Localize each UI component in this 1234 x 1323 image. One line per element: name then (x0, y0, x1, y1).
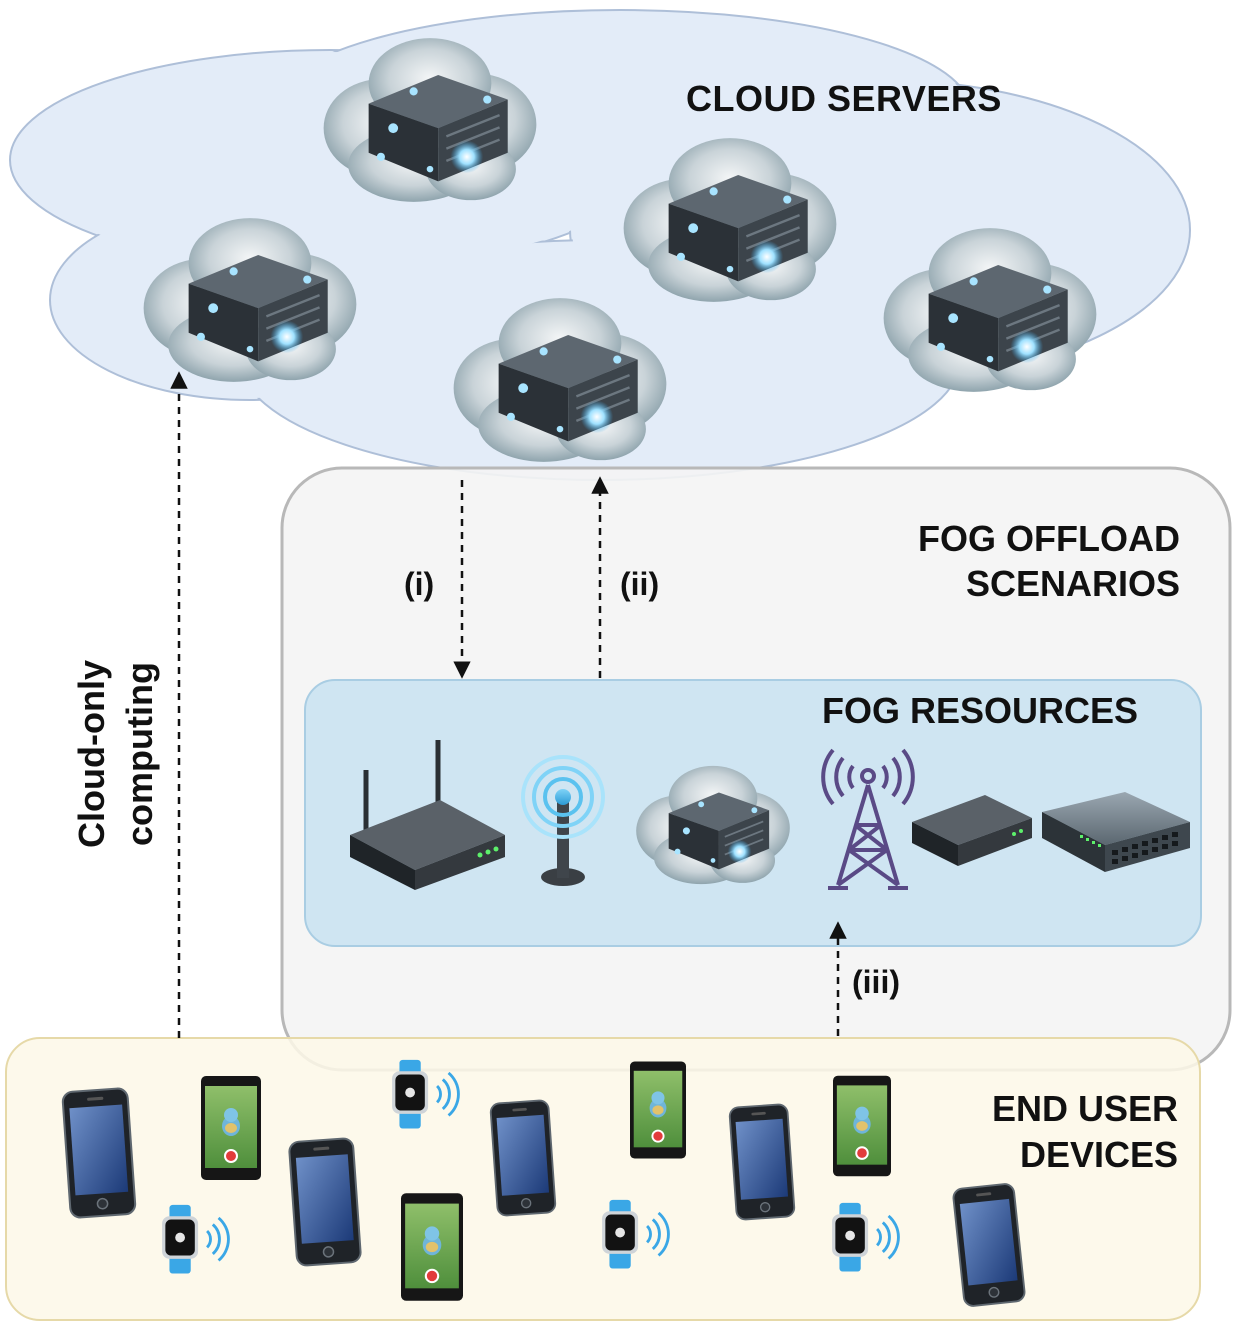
wireless-access-point-icon (521, 755, 605, 886)
small-router-icon (912, 795, 1032, 866)
network-switch-icon (1042, 792, 1190, 872)
cloud-servers-label: CLOUD SERVERS (686, 78, 1002, 119)
fog-offload-line2: SCENARIOS (965, 563, 1180, 604)
end-user-line2: DEVICES (1019, 1134, 1178, 1175)
smartphone-icon (951, 1182, 1027, 1308)
cloud-only-line2: computing (119, 662, 160, 846)
end-user-line1: END USER (991, 1088, 1178, 1129)
cloud-only-line1: Cloud-only (71, 660, 112, 848)
cloud-only-computing-label: Cloud-only computing (68, 624, 164, 884)
smartphone-icon (287, 1136, 363, 1268)
end-user-devices-label: END USER DEVICES (850, 1086, 1178, 1178)
smartphone-icon (728, 1102, 796, 1222)
fog-offload-scenarios-label: FOG OFFLOAD SCENARIOS (850, 516, 1180, 606)
fog-resources-label: FOG RESOURCES (822, 690, 1139, 731)
smartphone-icon (61, 1086, 137, 1220)
scenario-i-label: (i) (404, 566, 435, 602)
scenario-ii-label: (ii) (620, 566, 660, 602)
fog-offload-line1: FOG OFFLOAD (918, 518, 1180, 559)
game-phone-icon (199, 1074, 263, 1182)
wifi-router-icon (350, 740, 505, 890)
game-phone-icon (629, 1060, 687, 1160)
scenario-iii-label: (iii) (852, 964, 900, 1000)
game-phone-icon (399, 1192, 465, 1302)
smartphone-icon (489, 1098, 557, 1218)
cell-tower-icon (821, 748, 915, 890)
